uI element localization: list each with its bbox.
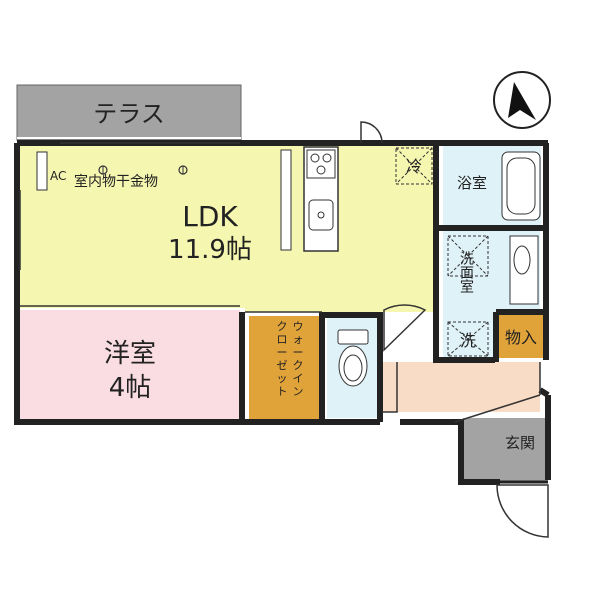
- closet-label-col1: ウォークイン: [293, 320, 304, 398]
- ldk-size: 11.9帖: [168, 235, 252, 265]
- washer-box: 洗: [447, 321, 489, 357]
- fridge-space: 冷: [395, 147, 433, 185]
- fridge-label: 冷: [406, 157, 422, 176]
- ac-unit: [36, 151, 48, 191]
- partitions: [19, 142, 541, 423]
- walls: [14, 140, 551, 485]
- washer-label: 洗: [460, 331, 476, 350]
- storage-floor: [496, 313, 546, 358]
- doors: [360, 121, 549, 538]
- closet-label-col2: クローゼット: [277, 320, 288, 398]
- entrance-floor: [463, 418, 548, 481]
- compass-icon: [493, 71, 551, 129]
- western-room-label: 洋室: [104, 339, 156, 369]
- storage-label: 物入: [505, 328, 537, 347]
- western-room-size: 4帖: [109, 373, 152, 403]
- ac-label: AC: [50, 169, 66, 183]
- washroom-label-text: 洗面室: [458, 251, 474, 293]
- closet-floor: [249, 316, 319, 420]
- western-room-floor: [20, 310, 240, 420]
- stove-icon: [306, 149, 336, 179]
- terrace-label: テラス: [93, 100, 165, 128]
- entrance-label: 玄関: [505, 434, 535, 452]
- washer-space: [447, 235, 489, 277]
- ldk-kitchen-extension: [245, 300, 435, 312]
- bath-label: 浴室: [457, 174, 487, 192]
- ldk-label: LDK: [182, 200, 238, 233]
- closet-label: ウォークイン クローゼット: [277, 320, 304, 398]
- bathtub-icon: [501, 151, 541, 221]
- washroom-label: 洗面室: [458, 251, 474, 293]
- kitchen-sink-icon: [308, 199, 334, 231]
- terrace: テラス: [16, 84, 242, 141]
- drying-hook-icon: [98, 165, 188, 175]
- hall-floor: [380, 362, 540, 412]
- basin-icon: [509, 235, 539, 305]
- drying-rack-label: 室内物干金物: [74, 173, 158, 190]
- toilet-icon: [337, 329, 369, 387]
- ldk-floor: [20, 145, 434, 308]
